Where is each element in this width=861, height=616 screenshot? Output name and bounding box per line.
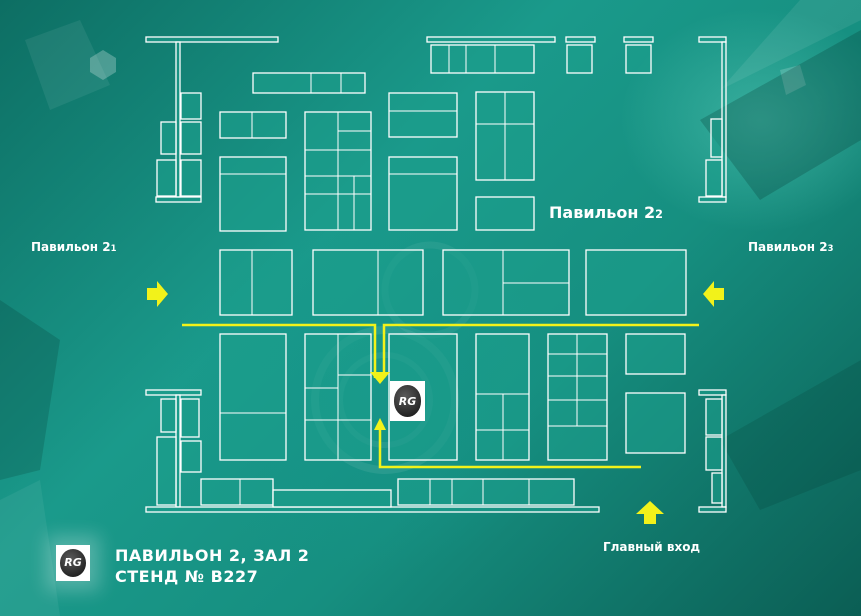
wall-top-left [145, 36, 279, 43]
booth[interactable] [252, 72, 366, 94]
arrow-left-icon [703, 281, 724, 307]
wall-bottom-left-top [145, 389, 202, 396]
booth[interactable] [388, 156, 458, 231]
label-main-entrance: Главный вход [603, 540, 701, 554]
footer-title-line2: СТЕНД № B227 [115, 567, 259, 586]
booth[interactable] [705, 398, 723, 436]
booth[interactable] [625, 44, 652, 74]
label-pavilion-23: Павильон 23 [748, 240, 834, 254]
booth[interactable] [705, 436, 723, 471]
booth[interactable] [180, 92, 202, 120]
arrow-right-icon [147, 281, 168, 307]
label-pavilion-22: Павильон 22 [549, 203, 663, 222]
booth[interactable] [219, 156, 287, 232]
visitor-route [182, 323, 699, 469]
booth[interactable] [180, 121, 202, 155]
rg-logo-icon: RG [393, 385, 422, 417]
booth[interactable] [180, 440, 202, 473]
booth[interactable] [160, 398, 177, 433]
wall-top [565, 36, 596, 43]
booth[interactable] [180, 159, 202, 197]
arrow-down-icon [370, 372, 390, 384]
booth[interactable] [710, 118, 723, 158]
booth[interactable] [156, 159, 177, 197]
booth-subdivisions [220, 45, 607, 505]
booth[interactable] [272, 489, 392, 508]
wall-bottom-left [155, 196, 202, 203]
booth[interactable] [566, 44, 593, 74]
booth[interactable] [705, 159, 723, 197]
booth[interactable] [388, 92, 458, 138]
booth[interactable] [200, 478, 274, 506]
wall-bottom-right-top [698, 389, 727, 396]
wall-top-right [698, 36, 727, 43]
booth[interactable] [219, 249, 293, 316]
booth[interactable] [625, 392, 686, 454]
booth[interactable] [160, 121, 177, 155]
booth[interactable] [430, 44, 535, 74]
stand-logo[interactable]: RG [390, 381, 425, 421]
booth[interactable] [219, 333, 287, 461]
arrow-up-icon [636, 501, 664, 524]
booth[interactable] [219, 111, 287, 139]
booth[interactable] [585, 249, 687, 316]
arrow-up-icon [374, 418, 386, 430]
booth[interactable] [312, 249, 424, 316]
footer-title-line1: ПАВИЛЬОН 2, ЗАЛ 2 [115, 546, 310, 565]
label-pavilion-21: Павильон 21 [31, 240, 117, 254]
wall-bottom-right [698, 506, 727, 513]
wall-bottom [145, 506, 600, 513]
wall-bottom-right [698, 196, 727, 203]
booth[interactable] [625, 333, 686, 375]
booth[interactable] [397, 478, 575, 506]
rg-logo-icon: RG [59, 548, 87, 578]
wall-top-center [426, 36, 556, 43]
booth[interactable] [180, 398, 200, 438]
booth[interactable] [156, 436, 177, 506]
booth[interactable] [475, 196, 535, 231]
booth[interactable] [711, 472, 723, 504]
wall-top [623, 36, 654, 43]
footer-logo: RG [56, 545, 90, 581]
